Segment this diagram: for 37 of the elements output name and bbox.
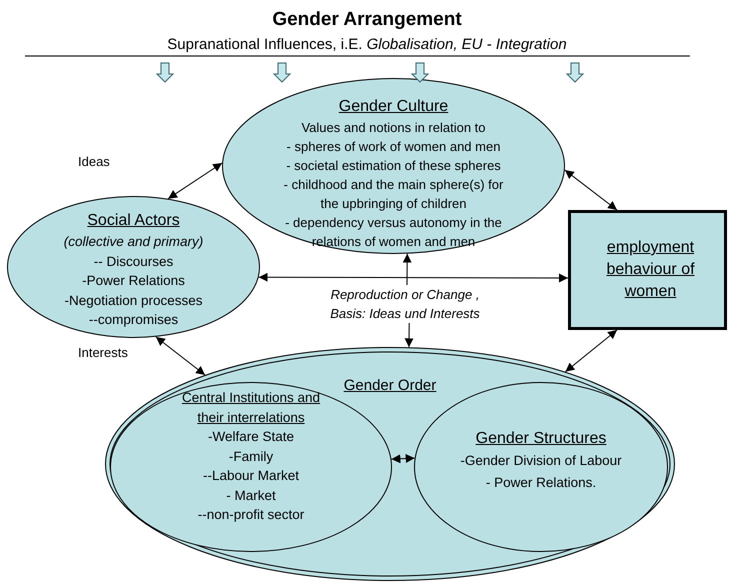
text-line: - Market <box>226 486 276 504</box>
text-line: (collective and primary) <box>64 233 204 251</box>
text-line: - societal estimation of these spheres <box>286 157 501 175</box>
heading: Gender Culture <box>338 97 448 117</box>
arrow <box>564 170 618 210</box>
text-line: --non-profit sector <box>198 506 304 524</box>
text-line: -Negotiation processes <box>64 292 203 310</box>
subtitle: Supranational Influences, i.E. Globalisation, EU - Integration <box>166 36 568 53</box>
heading: Gender Structures <box>476 429 606 449</box>
text-line: --compromises <box>88 311 178 329</box>
text-line: -- Discourses <box>94 252 174 270</box>
text-line: - Power Relations. <box>486 474 596 492</box>
side-label: Ideas <box>78 154 110 169</box>
arrow <box>564 330 618 372</box>
heading: Social Actors <box>87 211 180 231</box>
text-line: --Labour Market <box>202 467 300 485</box>
center-text: Reproduction or Change , Basis: Ideas und Interests <box>329 286 481 323</box>
title: Gender Arrangement <box>271 9 463 31</box>
text-line: -Welfare State <box>208 428 294 446</box>
heading: Central Institutions and their interrelations <box>181 389 321 426</box>
text-line: - dependency versus autonomy in the relations of women and men <box>284 214 503 251</box>
arrow <box>402 253 412 286</box>
heading: Gender Order <box>344 376 436 396</box>
arrow <box>390 454 416 464</box>
text-line: Values and notions in relation to <box>301 119 486 137</box>
text-line: - spheres of work of women and men <box>286 138 500 156</box>
text-line: -Power Relations <box>82 272 185 290</box>
arrow <box>155 336 206 376</box>
arrow <box>404 322 414 348</box>
text-line: -Gender Division of Labour <box>460 452 622 470</box>
arrow <box>168 162 223 200</box>
text-line: - childhood and the main sphere(s) for the upbringing of children <box>284 176 504 213</box>
side-label: Interests <box>78 345 128 360</box>
rectangle-node <box>568 210 727 330</box>
arrow <box>258 272 568 282</box>
heading: employment behaviour of women <box>605 238 696 302</box>
text-line: -Family <box>228 448 274 466</box>
